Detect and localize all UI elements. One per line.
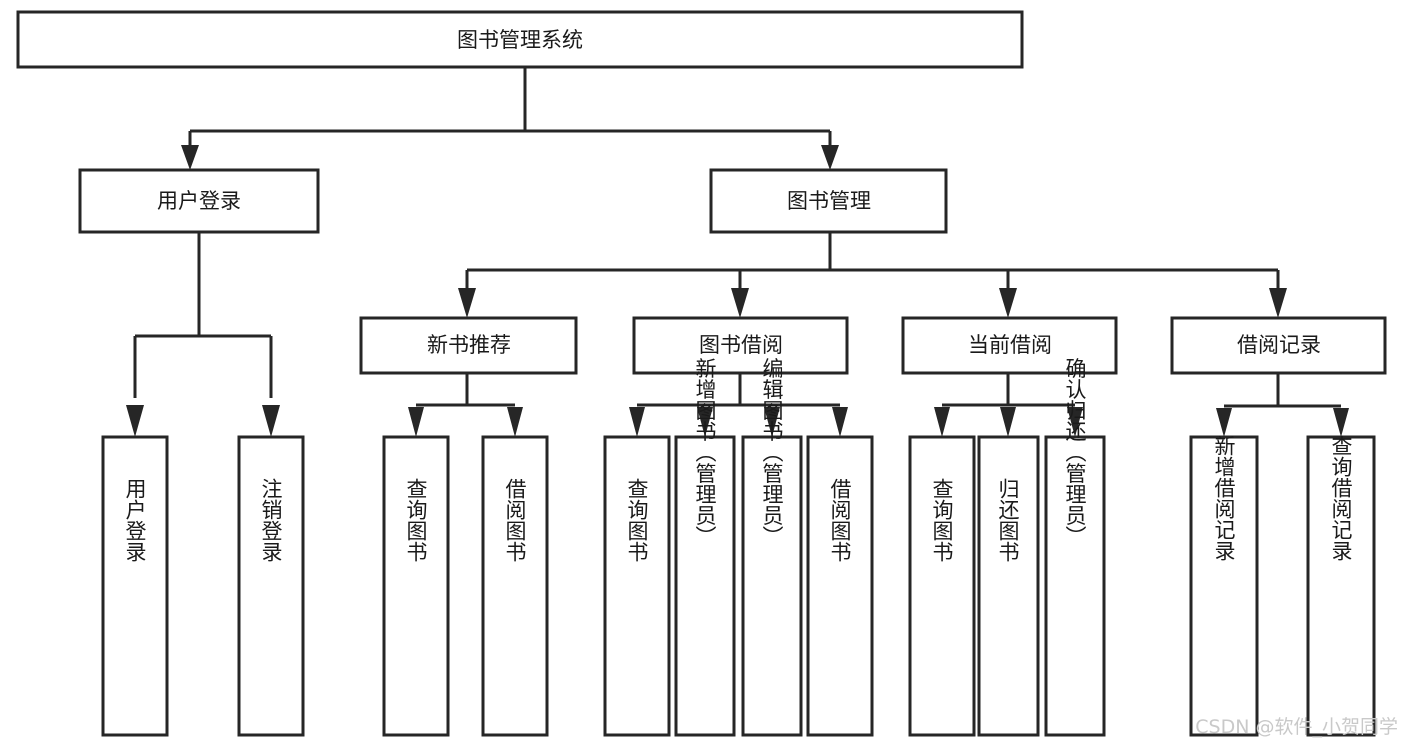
node-leaf-user-logout-label: 注销登录 (259, 478, 283, 562)
connector-group-book-manage (458, 232, 1287, 318)
node-leaf-add-book[interactable]: 新增图书（管理员） (674, 358, 736, 737)
node-leaf-confirm-return-box[interactable] (1044, 435, 1106, 737)
node-leaf-query-book-2[interactable]: 查询图书 (603, 435, 671, 737)
node-leaf-query-record-label: 查询借阅记录 (1329, 435, 1353, 561)
node-book-manage[interactable]: 图书管理 (709, 168, 948, 234)
arrow-head-leaf-confirm-return (1067, 407, 1083, 437)
node-leaf-borrow-book-2-box[interactable] (806, 435, 874, 737)
arrow-head-leaf-query-book-3 (934, 407, 950, 437)
node-leaf-confirm-return-label: 确认归还（管理员） (1063, 358, 1087, 547)
node-leaf-add-record-box[interactable] (1189, 435, 1259, 737)
node-leaf-return-book[interactable]: 归还图书 (977, 435, 1040, 737)
arrow-head-leaf-add-book (697, 407, 713, 437)
connector-group-root (181, 67, 839, 170)
connector-group-book-borrow (629, 373, 848, 437)
node-leaf-query-record[interactable]: 查询借阅记录 (1306, 435, 1376, 737)
node-leaf-user-login-box[interactable] (101, 435, 169, 737)
arrow-head-book-manage (821, 145, 839, 170)
node-leaf-query-book-3-label: 查询图书 (930, 478, 954, 562)
node-leaf-confirm-return[interactable]: 确认归还（管理员） (1044, 358, 1106, 737)
node-leaf-user-login[interactable]: 用户登录 (101, 435, 169, 737)
arrow-head-leaf-user-logout (262, 405, 280, 437)
node-root-box[interactable] (16, 10, 1024, 69)
node-leaf-add-book-box[interactable] (674, 435, 736, 737)
node-leaf-borrow-book-2[interactable]: 借阅图书 (806, 435, 874, 737)
node-book-manage-box[interactable] (709, 168, 948, 234)
node-leaf-query-book-3-box[interactable] (908, 435, 976, 737)
node-user-login-box[interactable] (78, 168, 320, 234)
connector-group-borrow-record (1216, 373, 1349, 437)
arrow-head-leaf-return-book (1000, 407, 1016, 437)
arrow-head-new-book-recommend (458, 288, 476, 318)
node-book-borrow-label: 图书借阅 (699, 333, 783, 357)
node-leaf-query-record-box[interactable] (1306, 435, 1376, 737)
node-leaf-return-book-box[interactable] (977, 435, 1040, 737)
node-leaf-user-login-label: 用户登录 (123, 478, 147, 562)
node-leaf-query-book-1-box[interactable] (382, 435, 450, 737)
node-new-book-recommend[interactable]: 新书推荐 (359, 316, 578, 375)
node-root[interactable]: 图书管理系统 (16, 10, 1024, 69)
node-book-borrow[interactable]: 图书借阅 (632, 316, 849, 375)
node-leaf-query-book-1-label: 查询图书 (404, 478, 428, 562)
node-leaf-user-logout[interactable]: 注销登录 (237, 435, 305, 737)
node-leaf-return-book-label: 归还图书 (996, 478, 1020, 562)
node-leaf-borrow-book-1-label: 借阅图书 (503, 478, 527, 562)
csdn-watermark: CSDN @软件_小贺同学 (1195, 716, 1398, 738)
node-borrow-record-label: 借阅记录 (1237, 333, 1321, 357)
node-leaf-borrow-book-2-label: 借阅图书 (828, 478, 852, 562)
node-leaf-query-book-2-label: 查询图书 (625, 478, 649, 562)
node-user-login[interactable]: 用户登录 (78, 168, 320, 234)
node-new-book-recommend-box[interactable] (359, 316, 578, 375)
node-leaf-add-record-label: 新增借阅记录 (1212, 435, 1236, 561)
node-leaf-query-book-3[interactable]: 查询图书 (908, 435, 976, 737)
arrow-head-leaf-query-book-1 (408, 407, 424, 437)
arrow-head-leaf-query-record (1333, 408, 1349, 437)
arrow-head-borrow-record (1269, 288, 1287, 318)
node-root-label: 图书管理系统 (457, 28, 583, 52)
node-leaf-query-book-1[interactable]: 查询图书 (382, 435, 450, 737)
node-current-borrow-box[interactable] (901, 316, 1118, 375)
node-leaf-user-logout-box[interactable] (237, 435, 305, 737)
arrow-head-leaf-query-book-2 (629, 407, 645, 437)
arrow-head-leaf-add-record (1216, 408, 1232, 437)
arrow-head-leaf-borrow-book-2 (832, 407, 848, 437)
node-leaf-add-record[interactable]: 新增借阅记录 (1189, 435, 1259, 737)
node-leaf-edit-book-box[interactable] (741, 435, 803, 737)
node-borrow-record-box[interactable] (1170, 316, 1387, 375)
node-current-borrow-label: 当前借阅 (968, 333, 1052, 357)
node-borrow-record[interactable]: 借阅记录 (1170, 316, 1387, 375)
connector-group-current-borrow (934, 373, 1083, 437)
node-leaf-add-book-label: 新增图书（管理员） (693, 358, 717, 547)
node-book-manage-label: 图书管理 (787, 189, 871, 213)
connector-group-new-book-recommend (408, 373, 523, 437)
node-leaf-edit-book-label: 编辑图书（管理员） (760, 358, 784, 547)
arrow-head-user-login (181, 145, 199, 170)
connector-group-user-login (126, 232, 280, 437)
arrow-head-book-borrow (731, 288, 749, 318)
node-leaf-borrow-book-1[interactable]: 借阅图书 (481, 435, 549, 737)
node-leaf-edit-book[interactable]: 编辑图书（管理员） (741, 358, 803, 737)
arrow-head-leaf-user-login (126, 405, 144, 437)
node-leaf-borrow-book-1-box[interactable] (481, 435, 549, 737)
node-new-book-recommend-label: 新书推荐 (427, 333, 511, 357)
node-leaf-query-book-2-box[interactable] (603, 435, 671, 737)
node-current-borrow[interactable]: 当前借阅 (901, 316, 1118, 375)
arrow-head-leaf-edit-book (764, 407, 780, 437)
arrow-head-current-borrow (999, 288, 1017, 318)
node-book-borrow-box[interactable] (632, 316, 849, 375)
arrow-head-leaf-borrow-book-1 (507, 407, 523, 437)
node-user-login-label: 用户登录 (157, 189, 241, 213)
